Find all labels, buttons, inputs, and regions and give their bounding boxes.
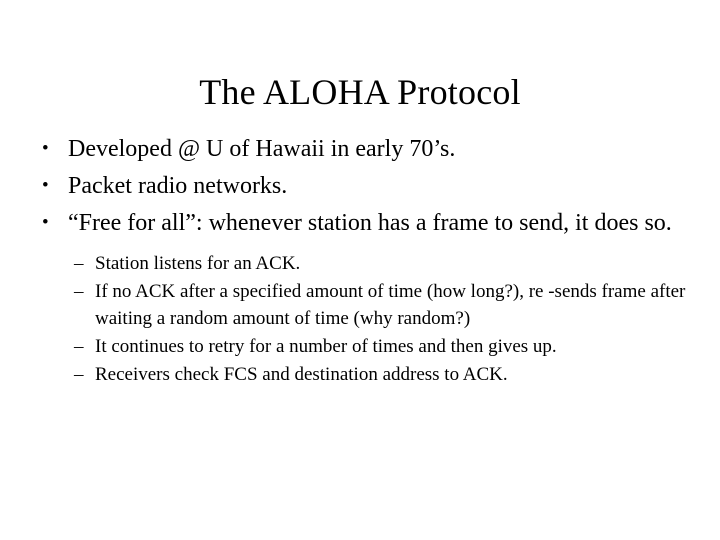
sub-bullet-text-2: If no ACK after a specified amount of ti…	[95, 281, 686, 329]
sub-bullet-text-3: It continues to retry for a number of ti…	[95, 336, 557, 357]
bullet-text-1: Developed @ U of Hawaii in early 70’s.	[68, 136, 456, 162]
bullet-item-1: • Developed @ U of Hawaii in early 70’s.	[36, 132, 686, 166]
bullet-text-2: Packet radio networks.	[68, 173, 288, 199]
bullet-dash-icon: –	[74, 281, 84, 302]
bullet-item-3: • “Free for all”: whenever station has a…	[36, 206, 686, 240]
sub-bullet-text-1: Station listens for an ACK.	[95, 253, 301, 274]
bullet-dash-icon: –	[74, 364, 84, 385]
bullet-item-2: • Packet radio networks.	[36, 169, 686, 203]
sub-bullet-item-4: – Receivers check FCS and destination ad…	[74, 361, 686, 388]
sub-bullet-item-2: – If no ACK after a specified amount of …	[74, 278, 686, 332]
bullet-dot-icon: •	[42, 138, 49, 159]
sub-bullet-item-3: – It continues to retry for a number of …	[74, 333, 686, 360]
bullet-text-3: “Free for all”: whenever station has a f…	[68, 210, 672, 236]
bullet-dash-icon: –	[74, 253, 84, 274]
sub-bullet-text-4: Receivers check FCS and destination addr…	[95, 364, 508, 385]
bullet-dot-icon: •	[42, 175, 49, 196]
sub-bullet-list: – Station listens for an ACK. – If no AC…	[36, 250, 686, 388]
slide-body-content: • Developed @ U of Hawaii in early 70’s.…	[36, 132, 686, 389]
sub-bullet-item-1: – Station listens for an ACK.	[74, 250, 686, 277]
slide-title: The ALOHA Protocol	[199, 72, 521, 112]
bullet-dash-icon: –	[74, 336, 84, 357]
bullet-dot-icon: •	[42, 212, 49, 233]
